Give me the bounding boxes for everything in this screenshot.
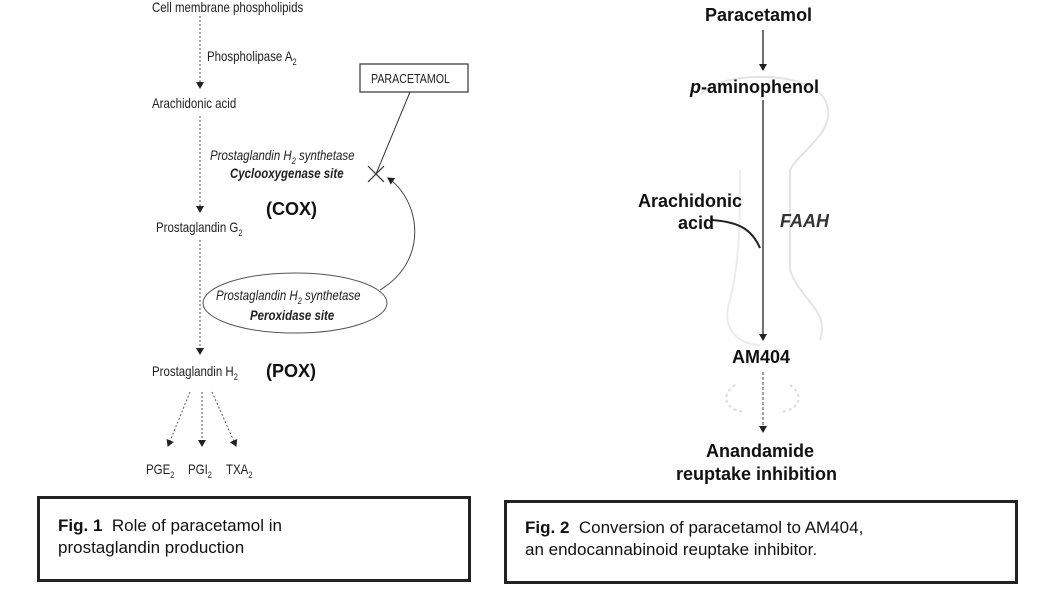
node-am404: AM404	[732, 347, 791, 367]
node-arachidonic-acid: Arachidonic acid	[152, 95, 237, 111]
node-cell-membrane-phospholipids: Cell membrane phospholipids	[152, 0, 304, 15]
reactant-arachidonic-line2: acid	[678, 213, 715, 233]
product-pgi2: PGI2	[188, 461, 212, 480]
node-p-aminophenol: p-aminophenol	[690, 77, 819, 97]
inhibition-cross-b	[367, 165, 385, 183]
fig1-caption-text-1: Role of paracetamol in	[111, 516, 282, 535]
peroxidase-site-label: Peroxidase site	[250, 307, 335, 323]
reactant-arachidonic-line1: Arachidonic	[638, 191, 743, 211]
fig2-caption-text-2: an endocannabinoid reuptake inhibitor.	[525, 540, 818, 559]
fig1-caption-line1: Fig. 1 Role of paracetamol in	[58, 515, 468, 537]
result-line1: Anandamide	[706, 441, 815, 461]
fig2-caption-box: Fig. 2 Conversion of paracetamol to AM40…	[504, 500, 1018, 584]
enzyme-prostaglandin-h2-synthetase-cox: Prostaglandin H2 synthetase	[210, 147, 355, 166]
faint-synapse-shape	[725, 384, 800, 413]
result-line2: reuptake inhibition	[676, 464, 838, 484]
pox-label: (POX)	[266, 361, 317, 381]
node-prostaglandin-h2: Prostaglandin H2	[152, 363, 238, 382]
arrow-pgh2-to-txa2	[211, 391, 238, 447]
fig2-caption-line1: Fig. 2 Conversion of paracetamol to AM40…	[525, 517, 1015, 539]
faint-neuron-shape	[699, 75, 830, 341]
paracetamol-box-label: PARACETAMOL	[371, 71, 450, 86]
enzyme-faah: FAAH	[780, 211, 829, 231]
inhibition-line	[375, 91, 411, 175]
node-paracetamol: Paracetamol	[705, 5, 813, 25]
fig1-caption-box: Fig. 1 Role of paracetamol in prostaglan…	[37, 496, 471, 582]
fig1-caption-label: Fig. 1	[58, 516, 103, 535]
fig1-caption-text-2: prostaglandin production	[58, 538, 245, 557]
cyclooxygenase-site-label: Cyclooxygenase site	[230, 165, 344, 181]
fig2-caption-label: Fig. 2	[525, 518, 570, 537]
arachidonic-join-curve	[711, 219, 761, 249]
enzyme-prostaglandin-h2-synthetase-pox: Prostaglandin H2 synthetase	[216, 287, 361, 306]
enzyme-phospholipase-a2: Phospholipase A2	[207, 48, 297, 67]
paracetamol-box	[359, 63, 469, 93]
arrow-pgh2-to-pge2	[166, 391, 191, 447]
fig2-caption-text-1: Conversion of paracetamol to AM404,	[578, 518, 864, 537]
faint-neuron-shape-2	[726, 169, 761, 346]
cox-label: (COX)	[266, 199, 317, 219]
node-prostaglandin-g2: Prostaglandin G2	[156, 219, 243, 238]
peroxidase-ellipse	[202, 272, 388, 334]
feedback-curve	[379, 177, 416, 291]
product-pge2: PGE2	[146, 461, 175, 480]
product-txa2: TXA2	[226, 461, 253, 480]
